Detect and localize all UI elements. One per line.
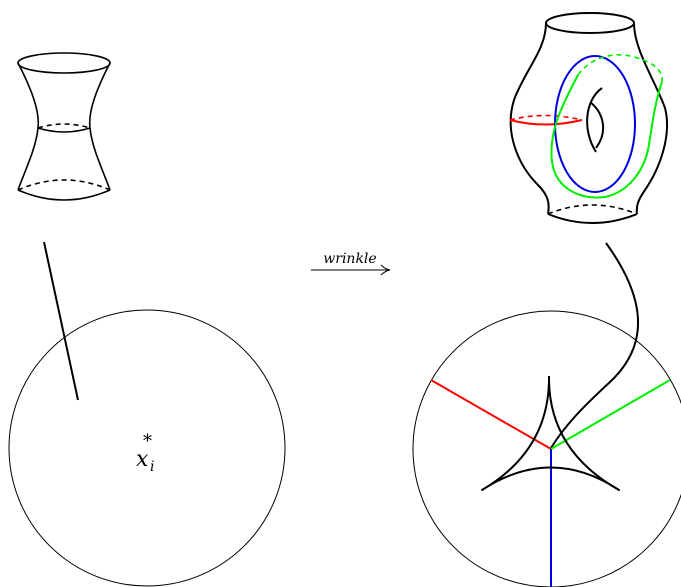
- wrinkle-arrow-label: wrinkle: [323, 251, 376, 267]
- hyperboloid-neck-front: [37, 127, 91, 133]
- green-loop-back: [577, 54, 663, 83]
- point-label-subscript: i: [150, 459, 154, 475]
- cusp-triangle: [481, 375, 620, 491]
- wrinkled-bottom-front: [547, 213, 638, 224]
- fiber-curve-right: [550, 242, 640, 449]
- hyperboloid-right-side: [88, 62, 111, 191]
- green-loop-front: [550, 74, 663, 199]
- green-ray: [550, 379, 671, 450]
- handle-inner-left: [586, 87, 603, 153]
- red-loop-back: [509, 114, 583, 121]
- wrinkled-left-side: [509, 22, 550, 215]
- hyperboloid-bottom-back: [17, 179, 111, 191]
- fiber-line-left: [43, 241, 79, 401]
- hyperboloid-neck-back: [37, 123, 91, 129]
- arrow-head-icon: [380, 264, 391, 276]
- point-label-symbol: x: [136, 447, 149, 472]
- hyperboloid-left-side: [17, 62, 40, 191]
- wrinkled-top-rim: [545, 12, 635, 34]
- hyperboloid-bottom-front: [17, 189, 111, 201]
- hyperboloid-surface: [17, 52, 111, 201]
- wrinkled-right-side: [633, 22, 669, 215]
- right-disk: [412, 310, 681, 587]
- wrinkled-surface: [509, 12, 669, 449]
- right-disk-group: [412, 310, 681, 587]
- red-loop-front: [509, 119, 583, 126]
- wrinkled-bottom-back: [547, 204, 638, 215]
- left-disk: [8, 309, 286, 587]
- handle-inner-right: [589, 101, 605, 149]
- point-label: * x i: [136, 431, 154, 475]
- hyperboloid-top-rim: [17, 52, 111, 74]
- wrinkle-arrow: wrinkle: [311, 251, 391, 276]
- red-ray: [430, 379, 552, 450]
- point-label-superscript: *: [143, 431, 152, 452]
- blue-loop: [554, 55, 636, 193]
